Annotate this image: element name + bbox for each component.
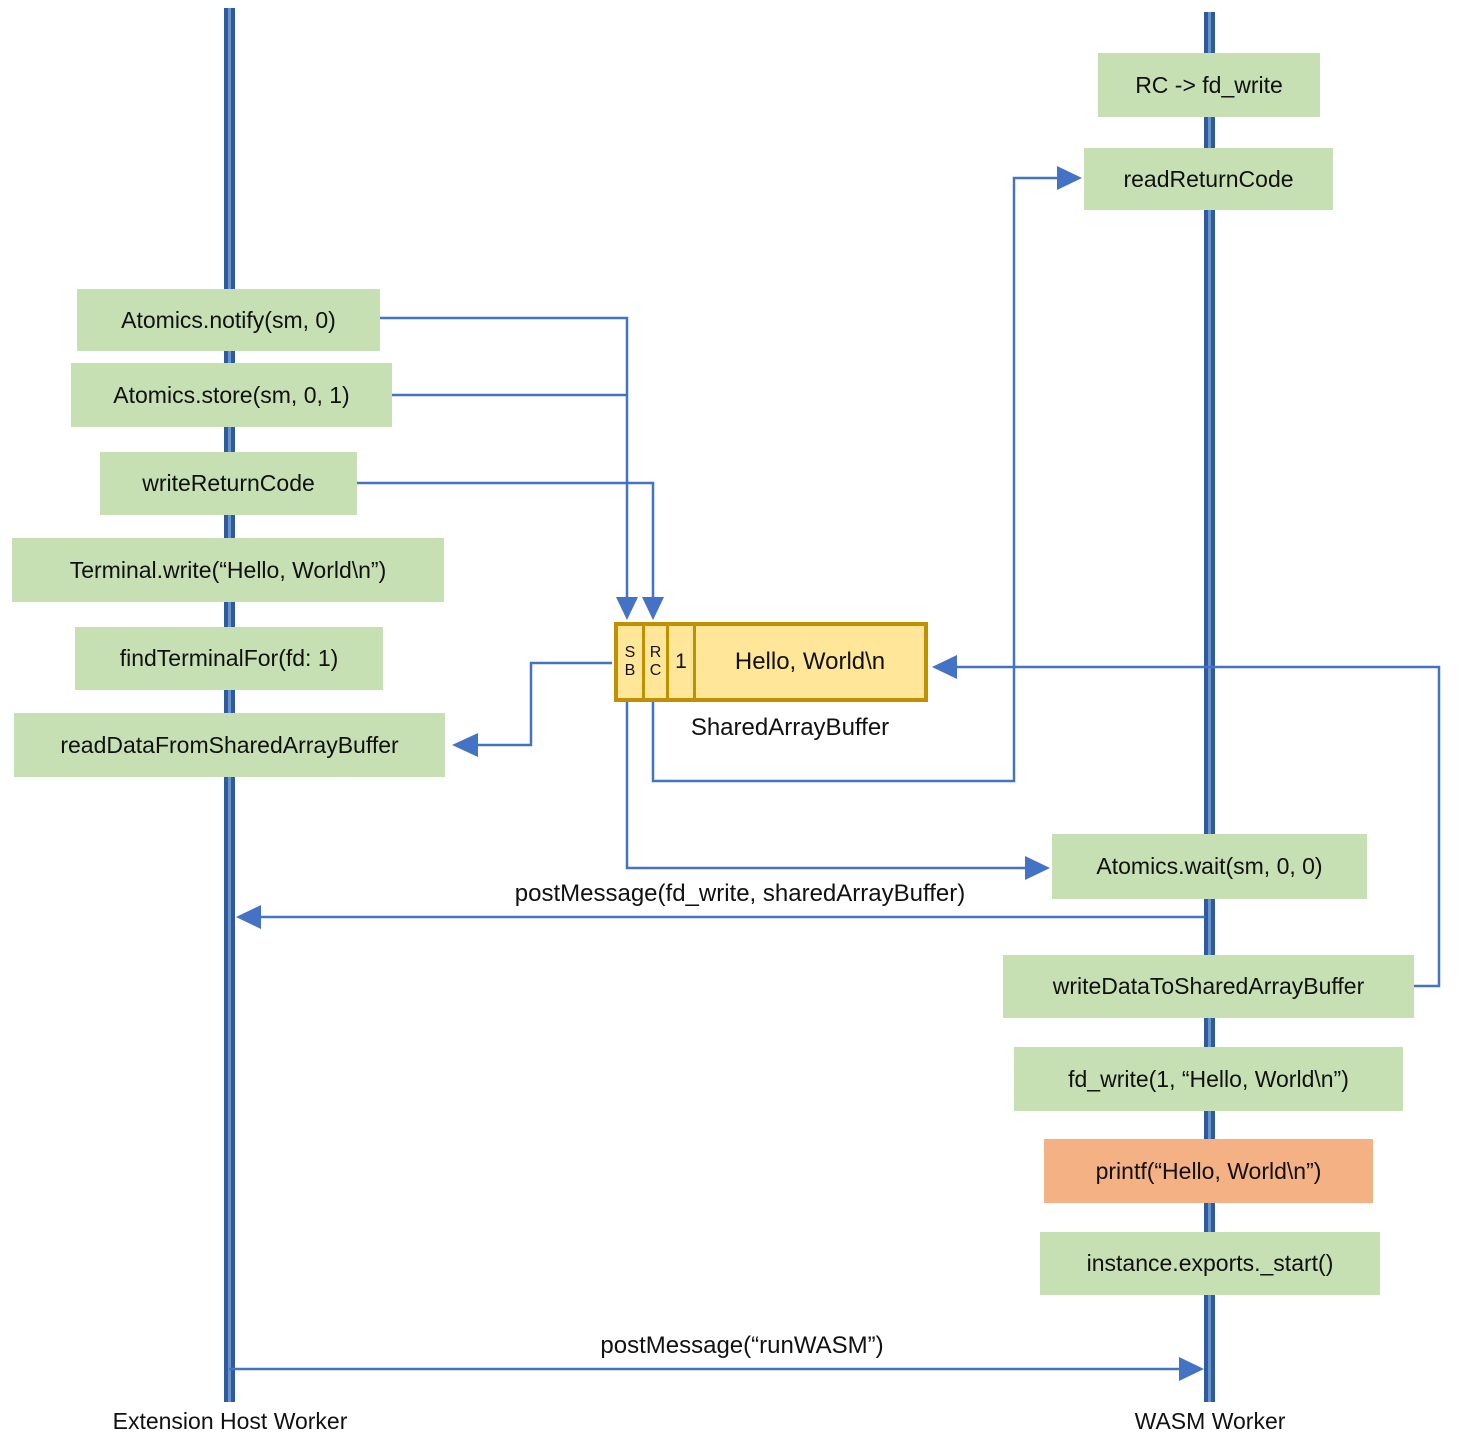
step-rc-to-fd-write: RC -> fd_write — [1098, 53, 1320, 117]
sab-cell-rc-top: R — [649, 643, 662, 661]
arrowhead-into-read-return-code — [1057, 166, 1082, 190]
sab-label: SharedArrayBuffer — [690, 714, 890, 741]
sab-cell-rc-bottom: C — [649, 662, 662, 679]
lifeline-extension-host — [224, 8, 235, 1402]
arrowhead-into-sab-sb — [616, 597, 638, 620]
arrowhead-into-read-data — [452, 733, 478, 757]
step-terminal-write: Terminal.write(“Hello, World\n”) — [12, 538, 444, 602]
lifeline-wasm-worker — [1204, 12, 1215, 1402]
wasm-worker-label: WASM Worker — [1134, 1408, 1286, 1434]
step-read-data-from-sab: readDataFromSharedArrayBuffer — [14, 713, 445, 777]
connector-sab-to-atomics-wait — [625, 700, 1026, 870]
connector-sab-to-read-data — [478, 661, 612, 747]
connector-write-data-to-sab — [956, 665, 1441, 988]
sab-cell-sb-top: S — [624, 643, 636, 661]
step-atomics-notify: Atomics.notify(sm, 0) — [77, 289, 380, 351]
connector-atomics-notify-to-sab — [380, 316, 629, 598]
sab-cell-data: Hello, World\n — [693, 626, 924, 698]
sab-cell-rc: R C — [642, 626, 666, 698]
arrowhead-into-sab-rc — [642, 597, 664, 620]
step-fd-write: fd_write(1, “Hello, World\n”) — [1014, 1047, 1403, 1111]
arrowhead-into-sab-data — [932, 655, 957, 679]
arrowhead-postmessage-fdwrite — [236, 905, 261, 929]
connector-sab-to-read-return-code — [651, 176, 1058, 783]
step-write-return-code: writeReturnCode — [100, 452, 357, 515]
step-printf: printf(“Hello, World\n”) — [1044, 1139, 1373, 1203]
shared-array-buffer-box: S B R C 1 Hello, World\n — [614, 622, 928, 702]
sab-cell-flag: 1 — [666, 626, 693, 698]
connector-write-return-code-to-sab — [357, 481, 655, 598]
message-postmessage-fdwrite-label: postMessage(fd_write, sharedArrayBuffer) — [514, 880, 966, 907]
sab-cell-sb: S B — [618, 626, 642, 698]
arrowhead-postmessage-runwasm — [1179, 1357, 1204, 1381]
extension-host-worker-label: Extension Host Worker — [112, 1408, 348, 1434]
step-write-data-to-sab: writeDataToSharedArrayBuffer — [1003, 955, 1414, 1018]
step-atomics-wait: Atomics.wait(sm, 0, 0) — [1052, 834, 1367, 899]
sab-cell-sb-bottom: B — [624, 662, 636, 679]
step-atomics-store: Atomics.store(sm, 0, 1) — [71, 363, 392, 427]
step-instance-start: instance.exports._start() — [1040, 1232, 1380, 1295]
step-find-terminal-for: findTerminalFor(fd: 1) — [75, 627, 383, 690]
arrowhead-into-atomics-wait — [1025, 856, 1050, 880]
step-read-return-code: readReturnCode — [1084, 148, 1333, 210]
message-postmessage-runwasm-label: postMessage(“runWASM”) — [600, 1332, 884, 1359]
